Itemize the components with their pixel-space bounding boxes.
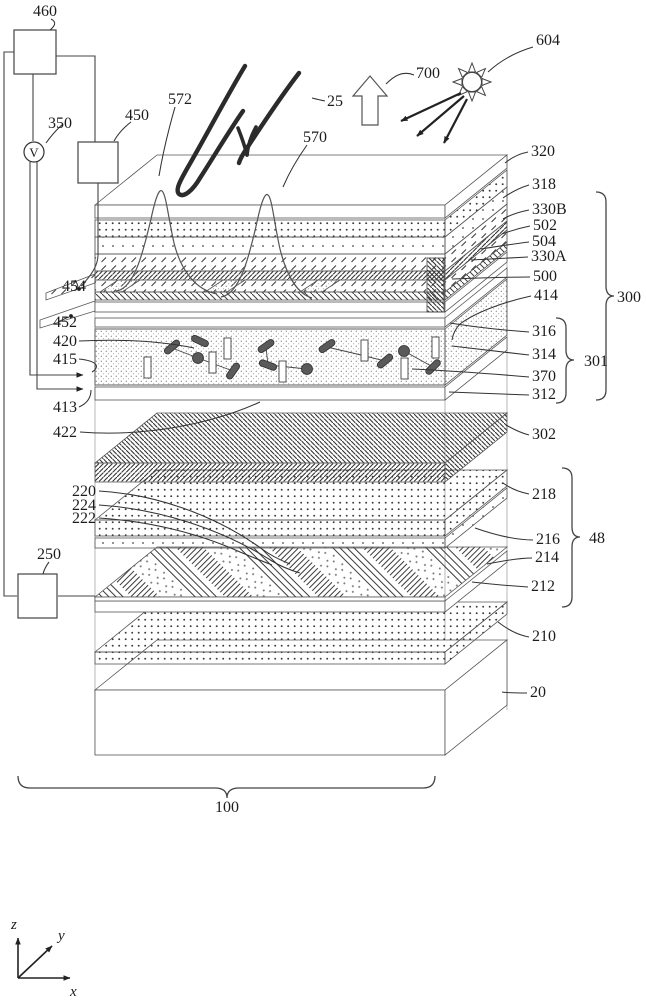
label-212: 212 (531, 578, 555, 595)
label-318: 318 (532, 176, 556, 193)
label-301: 301 (584, 353, 608, 370)
label-420: 420 (53, 333, 77, 350)
label-316: 316 (532, 323, 556, 340)
sun-icon (453, 63, 491, 101)
axis-label-x: x (69, 984, 77, 1000)
label-370: 370 (532, 368, 556, 385)
controller-box-250 (18, 574, 57, 618)
block-arrow-up-icon (353, 76, 387, 125)
label-314: 314 (532, 346, 556, 363)
label-250: 250 (37, 546, 61, 563)
electrode-layer-214 (95, 547, 507, 601)
label-572: 572 (168, 91, 192, 108)
label-214: 214 (535, 549, 559, 566)
label-20: 20 (530, 684, 546, 701)
label-320: 320 (531, 143, 555, 160)
wire-460-to-250 (4, 52, 17, 596)
axis-triad: z y x (10, 917, 77, 1000)
axis-label-y: y (56, 928, 65, 944)
voltmeter-symbol: V (29, 145, 39, 160)
brace-48 (562, 468, 580, 607)
label-460: 460 (33, 3, 57, 20)
label-222: 222 (72, 510, 96, 527)
sunlight-ray-arrows (401, 93, 467, 143)
label-25: 25 (327, 93, 343, 110)
label-700: 700 (416, 65, 440, 82)
cover-glass-320 (95, 155, 507, 218)
adhesive-layer-302 (95, 413, 507, 482)
label-302: 302 (532, 426, 556, 443)
label-218: 218 (532, 486, 556, 503)
label-415: 415 (53, 351, 77, 368)
label-300: 300 (617, 289, 641, 306)
label-413: 413 (53, 399, 77, 416)
label-100: 100 (215, 799, 239, 816)
via-block-414 (427, 258, 444, 312)
label-502: 502 (533, 217, 557, 234)
label-210: 210 (532, 628, 556, 645)
label-452: 452 (53, 314, 77, 331)
controller-box-460 (14, 30, 56, 74)
voltmeter-icon: V (24, 142, 44, 162)
label-330A: 330A (531, 248, 567, 265)
label-500: 500 (533, 268, 557, 285)
label-604: 604 (536, 32, 560, 49)
label-48: 48 (589, 530, 605, 547)
label-216: 216 (536, 531, 560, 548)
label-454: 454 (62, 278, 86, 295)
label-330B: 330B (532, 201, 567, 218)
controller-box-450 (78, 142, 118, 183)
label-570: 570 (303, 129, 327, 146)
label-350: 350 (48, 115, 72, 132)
label-312: 312 (532, 386, 556, 403)
brace-100 (18, 776, 435, 798)
brace-301 (556, 318, 574, 403)
label-422: 422 (53, 424, 77, 441)
axis-label-z: z (10, 917, 17, 933)
label-450: 450 (125, 107, 149, 124)
label-414: 414 (534, 287, 558, 304)
